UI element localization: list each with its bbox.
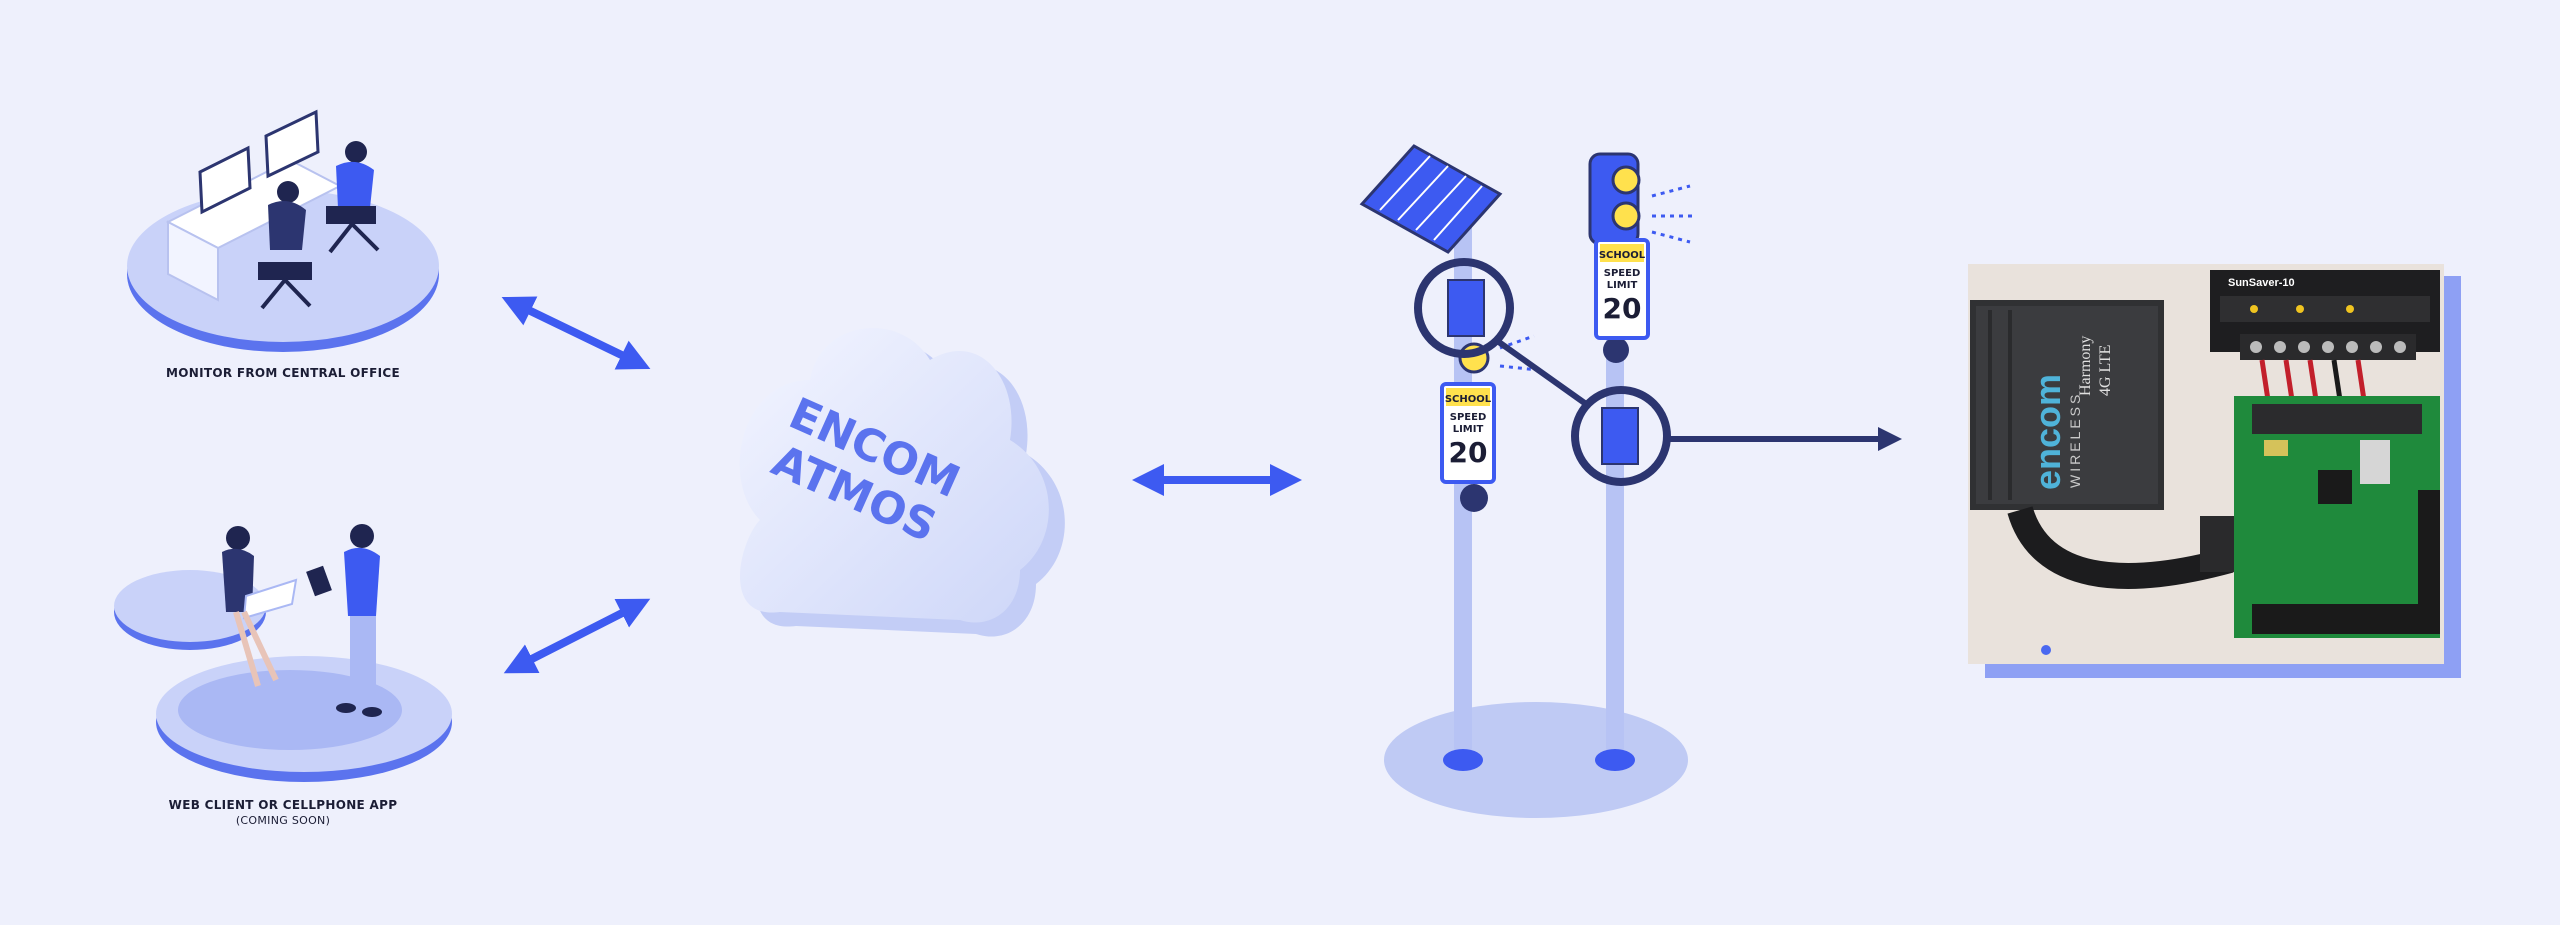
encom-atmos-cloud (739, 327, 1065, 637)
office-label: MONITOR FROM CENTRAL OFFICE (143, 366, 423, 380)
connector-line (1494, 337, 1588, 407)
sign2-school: SCHOOL (1599, 250, 1646, 261)
web-client-label: WEB CLIENT OR CELLPHONE APP (COMING SOON… (143, 798, 423, 827)
device-brand-sub: WIRELESS (2067, 392, 2083, 488)
device-controller-name: SunSaver-10 (2228, 277, 2295, 289)
speed-limit-sign-2: SCHOOL SPEED LIMIT 20 (1594, 238, 1650, 340)
controller-box-1 (1414, 258, 1514, 358)
speed-limit-sign-1: SCHOOL SPEED LIMIT 20 (1440, 382, 1496, 484)
sign2-number: 20 (1603, 292, 1642, 325)
controller-box-2 (1571, 386, 1671, 486)
web-client-note: (COMING SOON) (235, 814, 331, 827)
arrow-office-to-cloud (501, 296, 651, 370)
traffic-light-icon (1588, 152, 1692, 246)
sign-poles-illustration: SCHOOL SPEED LIMIT 20 SCHOOL SPEED LIMIT… (1359, 144, 1692, 818)
sign2-limit: LIMIT (1607, 280, 1638, 291)
device-photo: encom WIRELESS Harmony 4G LTE SunSaver-1… (1968, 264, 2461, 678)
office-label-text: MONITOR FROM CENTRAL OFFICE (166, 366, 400, 380)
solar-panel-icon (1359, 144, 1503, 254)
terminal-block (2240, 334, 2416, 360)
web-client-illustration (114, 524, 452, 782)
office-illustration (127, 109, 439, 352)
sign1-school: SCHOOL (1445, 394, 1492, 405)
device-model-2: 4G LTE (2097, 345, 2114, 396)
flasher-light-icon (1458, 334, 1629, 512)
sign1-limit: LIMIT (1453, 424, 1484, 435)
device-model-1: Harmony (2077, 336, 2094, 396)
web-client-label-text: WEB CLIENT OR CELLPHONE APP (168, 798, 398, 812)
sign1-number: 20 (1449, 436, 1488, 469)
arrow-webclient-to-cloud (503, 598, 651, 674)
device-brand: encom (2027, 374, 2068, 490)
sign2-speed: SPEED (1604, 268, 1641, 279)
sign1-speed: SPEED (1450, 412, 1487, 423)
